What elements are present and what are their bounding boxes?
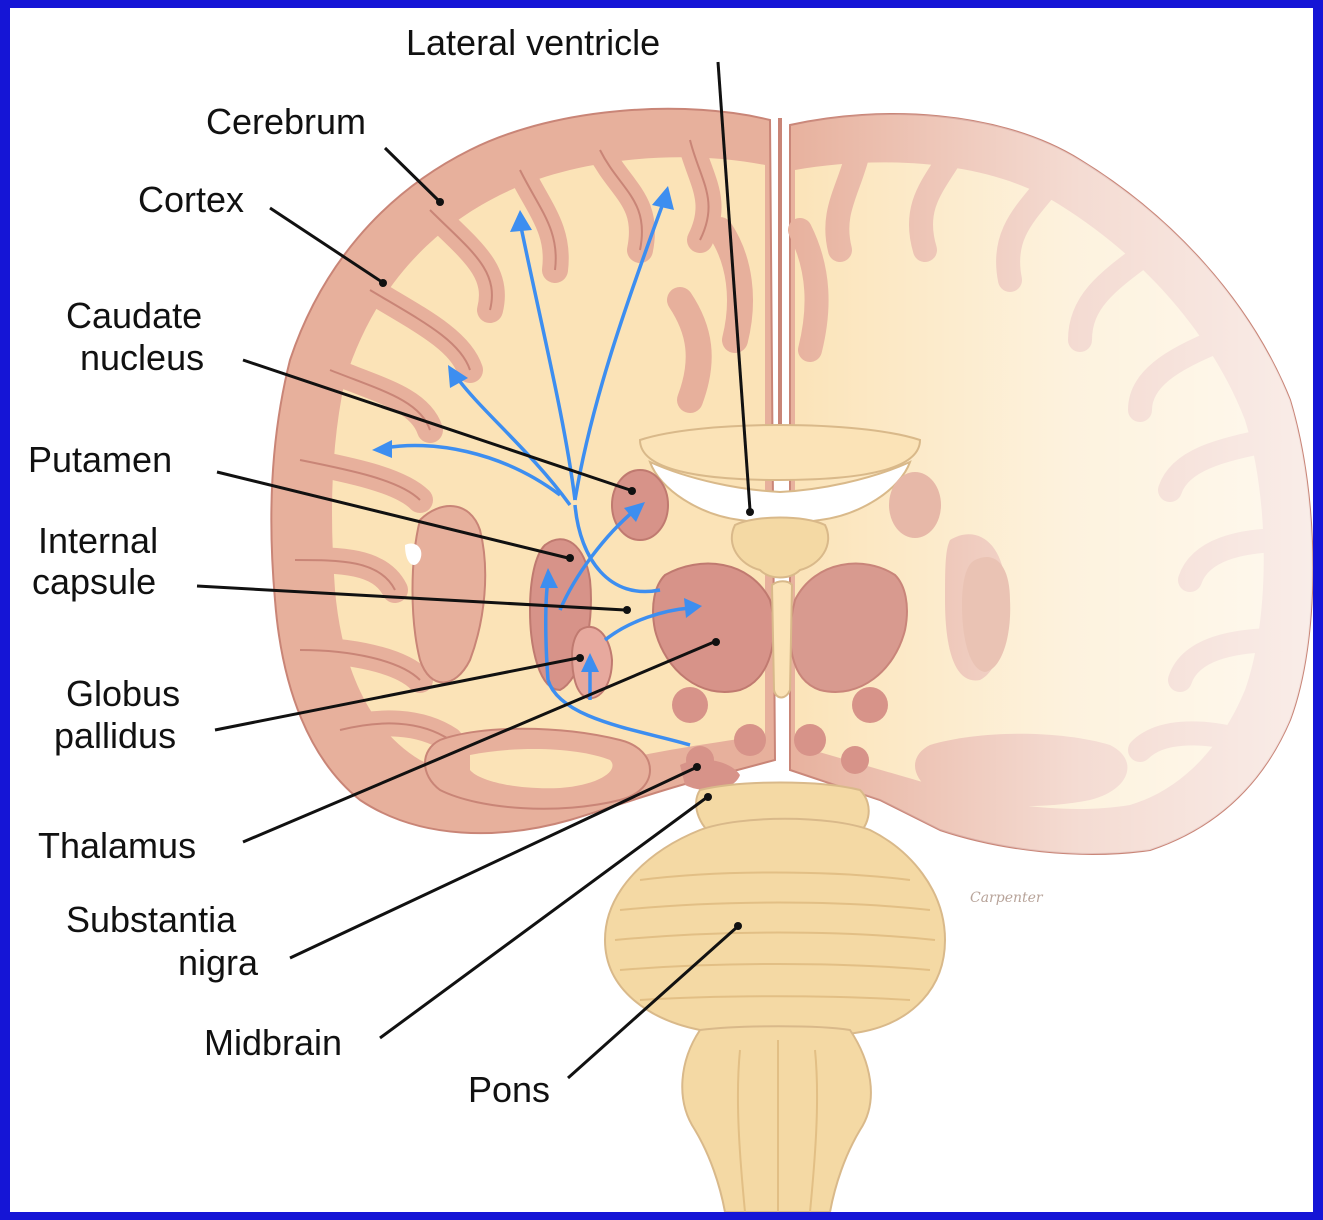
label-caudate-nucleus-line2: nucleus [80, 337, 204, 378]
corpus-callosum [640, 425, 920, 480]
dot-thalamus [712, 638, 720, 646]
label-lateral-ventricle: Lateral ventricle [406, 22, 660, 63]
label-cerebrum: Cerebrum [206, 101, 366, 142]
brainstem [605, 819, 945, 1212]
dot-midbrain [704, 793, 712, 801]
label-internal-capsule-line2: capsule [32, 561, 156, 602]
label-cortex: Cortex [138, 179, 244, 220]
label-globus-pallidus-line2: pallidus [54, 715, 176, 756]
label-caudate-nucleus-line1: Caudate [66, 295, 202, 336]
dot-cerebrum [436, 198, 444, 206]
pons-shape [605, 819, 945, 1038]
label-midbrain: Midbrain [204, 1022, 342, 1063]
dot-internal-capsule [623, 606, 631, 614]
label-pons: Pons [468, 1069, 550, 1110]
dot-substantia-nigra [693, 763, 701, 771]
third-ventricle [772, 581, 792, 697]
label-internal-capsule-line1: Internal [38, 520, 158, 561]
label-putamen: Putamen [28, 439, 172, 480]
dot-putamen [566, 554, 574, 562]
dot-pons [734, 922, 742, 930]
dot-globus-pallidus [576, 654, 584, 662]
label-substantia-nigra-line2: nigra [178, 942, 259, 983]
dot-caudate-nucleus [628, 487, 636, 495]
medulla-shape [682, 1026, 871, 1212]
label-substantia-nigra-line1: Substantia [66, 899, 237, 940]
brain-coronal-section-diagram: Lateral ventricle Cerebrum Cortex Caudat… [10, 8, 1313, 1212]
dot-cortex [379, 279, 387, 287]
artist-signature: Carpenter [970, 890, 1044, 906]
diagram-frame: Lateral ventricle Cerebrum Cortex Caudat… [10, 8, 1313, 1212]
label-globus-pallidus-line1: Globus [66, 673, 180, 714]
label-thalamus: Thalamus [38, 825, 196, 866]
caudate-nucleus-right [889, 472, 941, 538]
dot-lateral-ventricle [746, 508, 754, 516]
